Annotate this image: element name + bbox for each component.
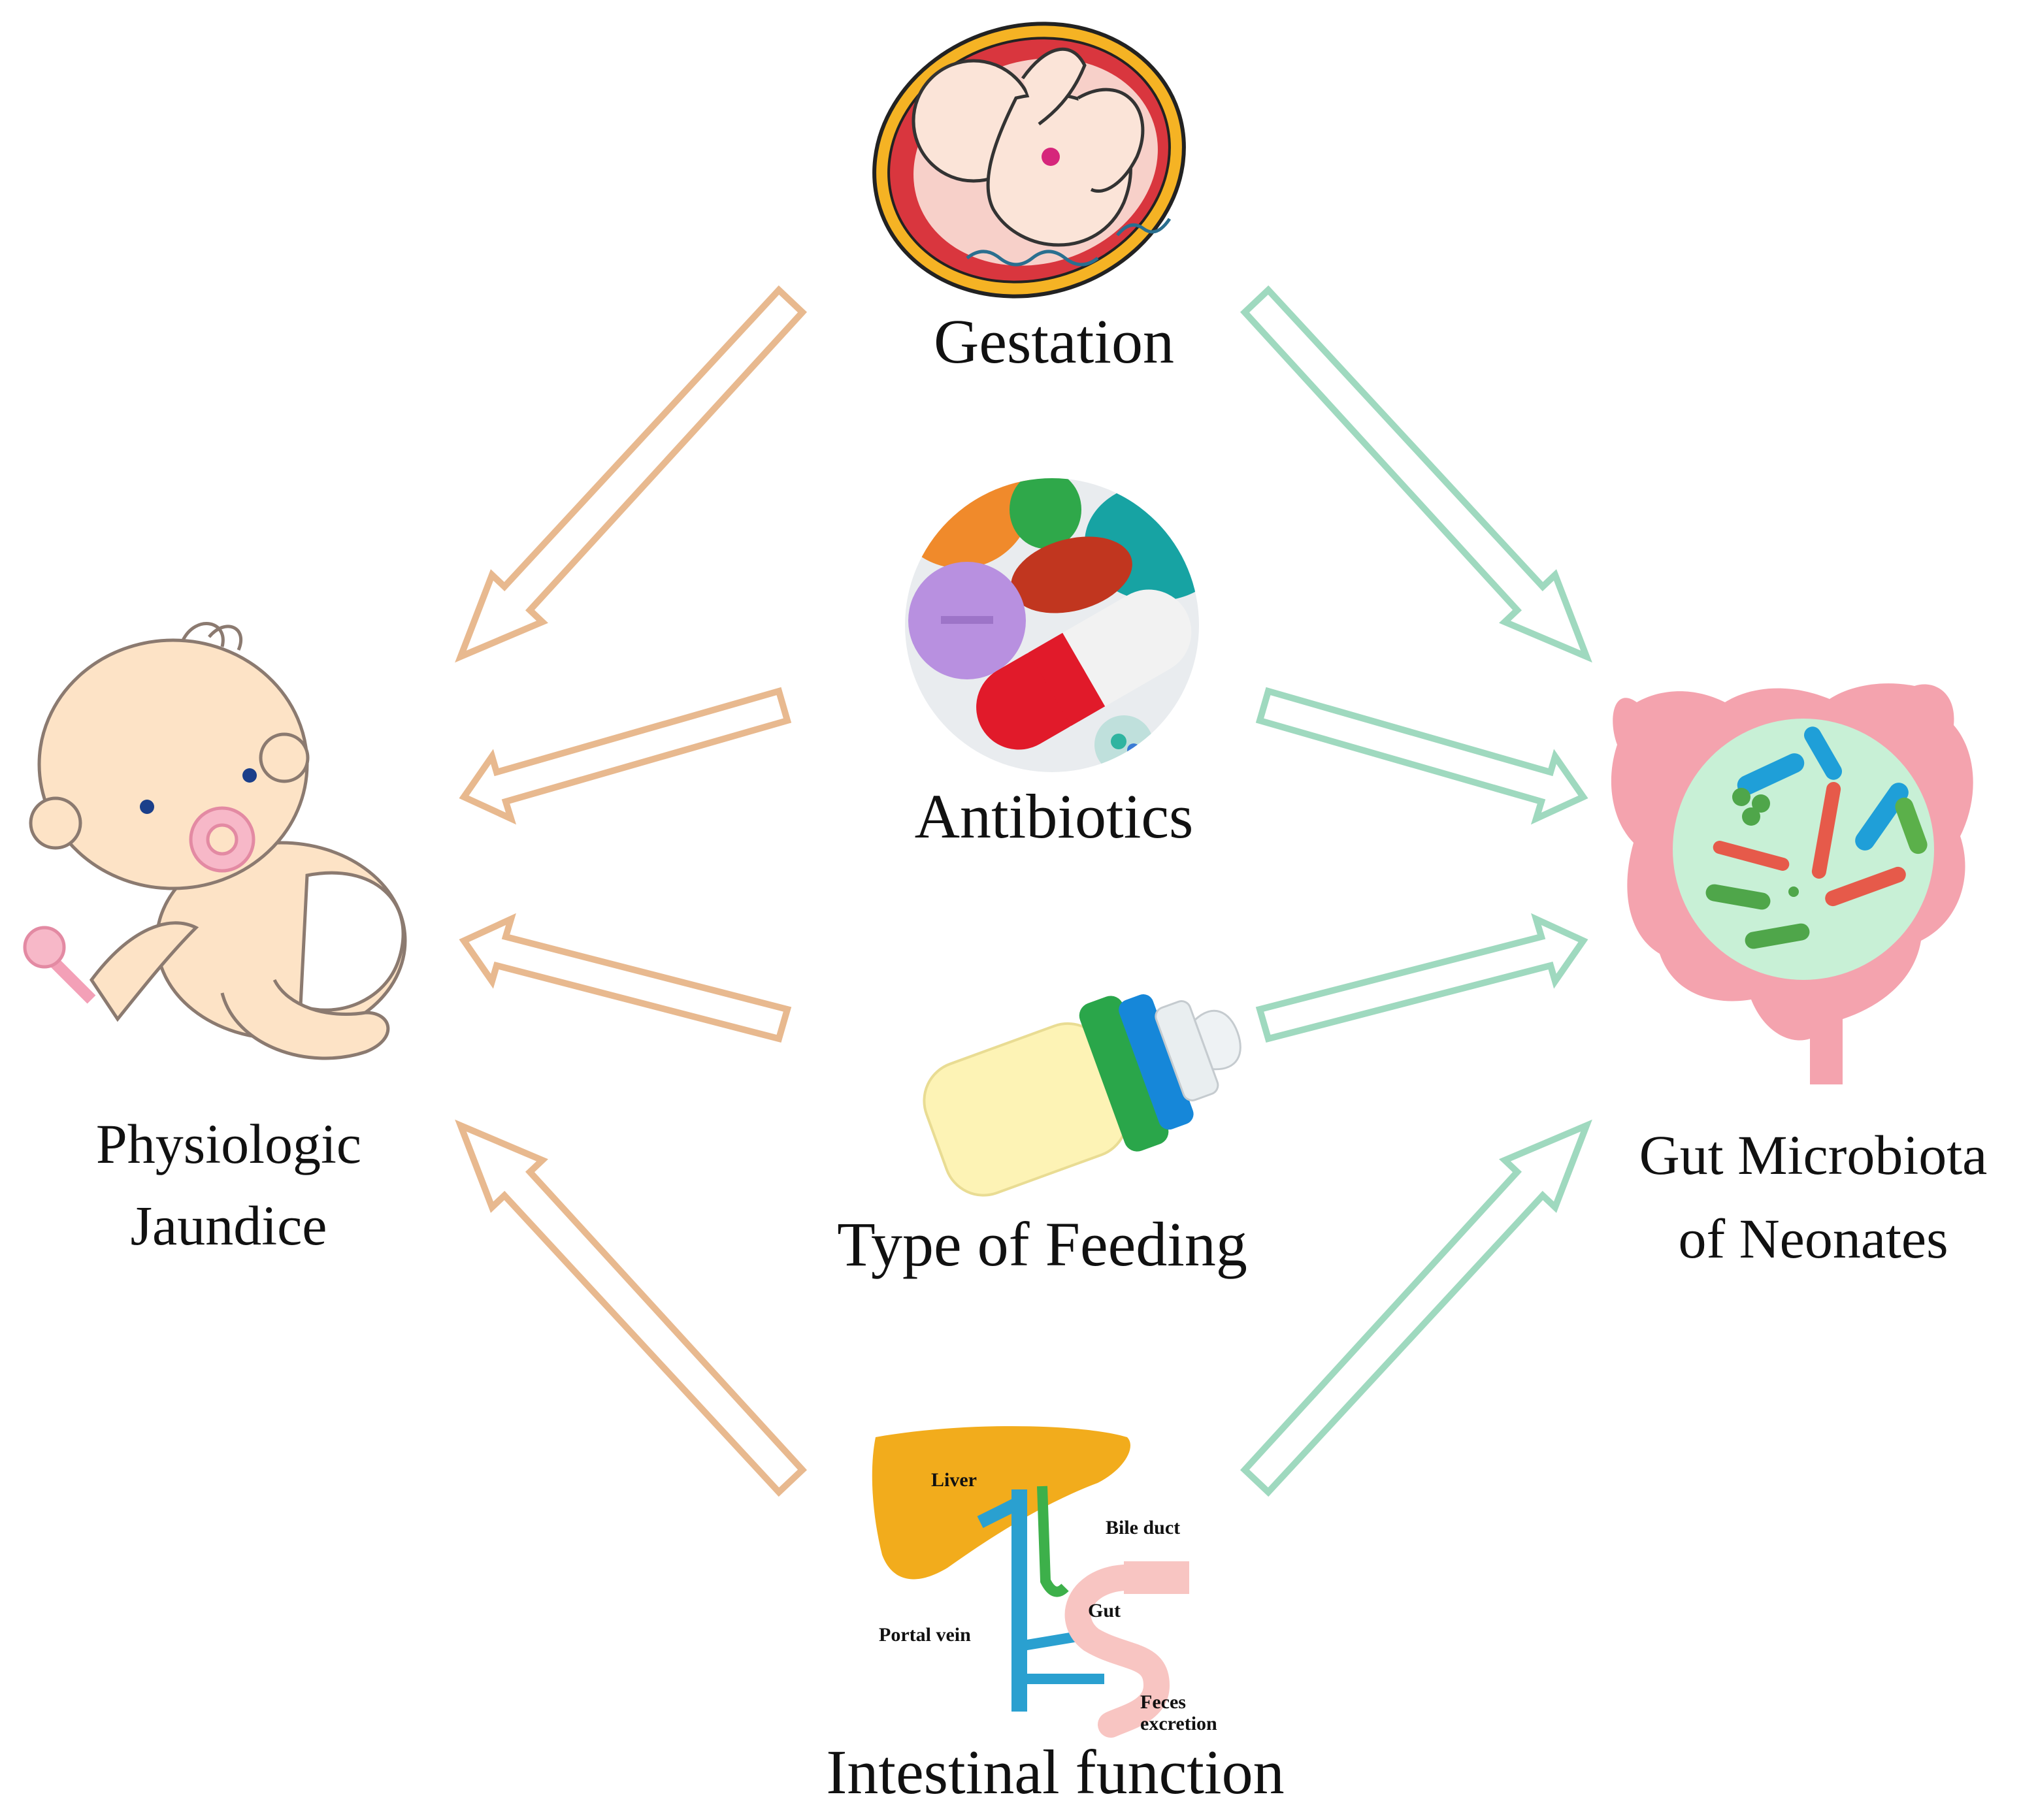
feces-label: Feces <box>1140 1691 1186 1713</box>
bile-duct-label: Bile duct <box>1106 1517 1180 1538</box>
liver-label: Liver <box>931 1469 977 1491</box>
microbiota-label-line1: Gut Microbiota <box>1639 1124 1988 1186</box>
jaundice-label-line2: Jaundice <box>131 1194 327 1257</box>
gestation-label: Gestation <box>934 306 1174 376</box>
gut-label: Gut <box>1088 1600 1121 1621</box>
arrows-to-microbiota <box>1240 285 1592 1497</box>
antibiotics-label: Antibiotics <box>915 781 1194 851</box>
arrow-intestinal-to-microbiota <box>1240 1119 1592 1497</box>
pills-icon <box>905 478 1199 772</box>
baby-bottle-icon <box>923 994 1241 1197</box>
arrow-feeding-to-jaundice <box>459 913 792 1043</box>
arrows-to-jaundice <box>455 285 808 1497</box>
colon-microbiota-icon <box>1611 683 1973 1084</box>
fetus-womb-icon <box>872 22 1186 299</box>
feeding-label: Type of Feeding <box>837 1209 1247 1279</box>
microbiota-label-line2: of Neonates <box>1678 1207 1948 1270</box>
arrow-intestinal-to-jaundice <box>455 1119 808 1497</box>
excretion-label: excretion <box>1140 1713 1217 1734</box>
portal-vein-label: Portal vein <box>879 1624 971 1646</box>
arrow-gestation-to-jaundice <box>455 285 808 663</box>
liver-bile-diagram: Liver Bile duct Gut Portal vein Feces ex… <box>872 1426 1217 1738</box>
jaundice-label-line1: Physiologic <box>96 1113 361 1175</box>
arrow-antibiotics-to-microbiota <box>1255 687 1588 825</box>
arrow-feeding-to-microbiota <box>1255 913 1588 1043</box>
arrow-antibiotics-to-jaundice <box>459 687 792 825</box>
arrow-gestation-to-microbiota <box>1240 285 1592 663</box>
baby-icon <box>23 622 407 1060</box>
intestinal-label: Intestinal function <box>826 1737 1284 1807</box>
